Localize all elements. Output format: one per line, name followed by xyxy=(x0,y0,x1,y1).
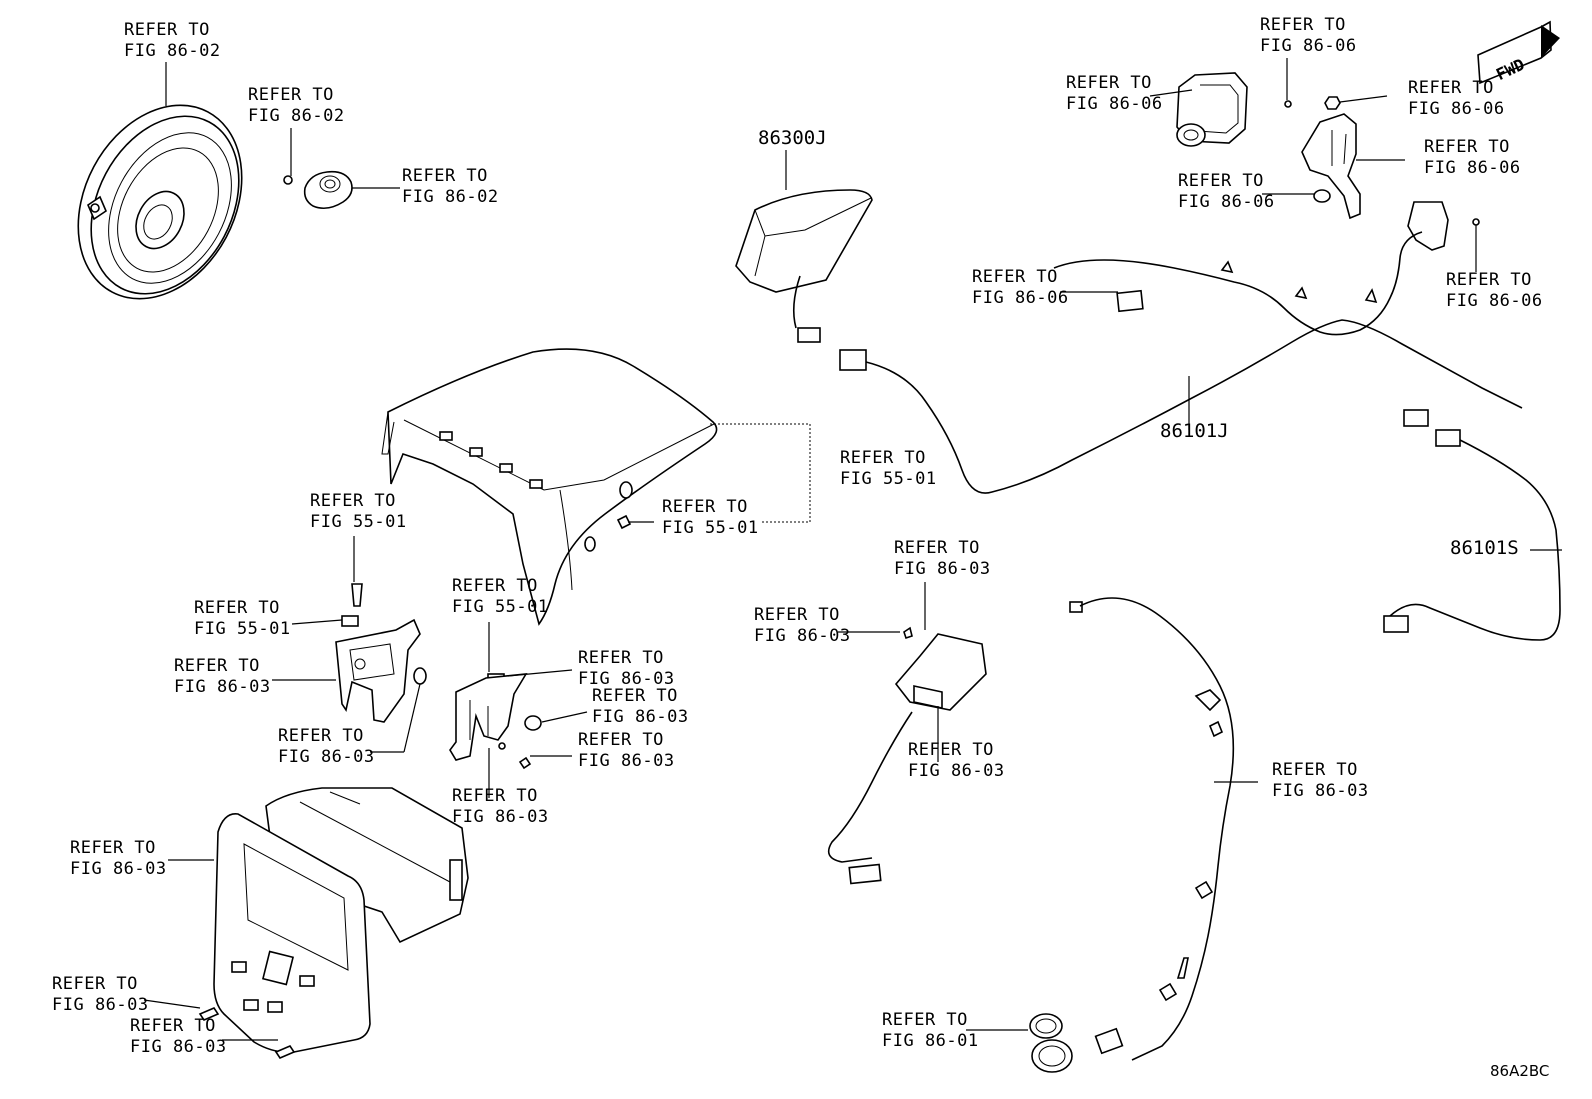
diagram-code: 86A2BC xyxy=(1490,1062,1550,1080)
ref-label-cam-screw: REFER TO FIG 86-06 xyxy=(1260,15,1357,56)
leader-lines xyxy=(143,58,1405,1041)
ref-label-cam-nut: REFER TO FIG 86-06 xyxy=(1408,78,1505,119)
main-cable xyxy=(839,319,1523,494)
ref-label-cam-screw2: REFER TO FIG 86-06 xyxy=(1446,270,1543,311)
camera-part xyxy=(1053,72,1480,336)
ref-label-cover-clip: REFER TO FIG 55-01 xyxy=(662,497,759,538)
ref-label-bkt-r-screw: REFER TO FIG 86-03 xyxy=(578,730,675,771)
ref-label-cam-bolt: REFER TO FIG 86-06 xyxy=(1178,171,1275,212)
ref-label-bkt-r: REFER TO FIG 86-03 xyxy=(578,648,675,689)
ref-label-cam-wire: REFER TO FIG 86-06 xyxy=(972,267,1069,308)
ecu-module xyxy=(827,626,987,885)
ref-label-cover: REFER TO FIG 55-01 xyxy=(840,448,937,489)
ref-label-ecu-clip: REFER TO FIG 86-03 xyxy=(894,538,991,579)
ref-label-ecu: REFER TO FIG 86-03 xyxy=(908,740,1005,781)
ref-label-usb-wire: REFER TO FIG 86-03 xyxy=(1272,760,1369,801)
display-unit xyxy=(198,787,469,1059)
right-bracket xyxy=(449,673,542,770)
ref-label-bkt-r-bolt: REFER TO FIG 86-03 xyxy=(452,786,549,827)
ref-label-usb: REFER TO FIG 86-01 xyxy=(882,1010,979,1051)
ref-label-speaker: REFER TO FIG 86-02 xyxy=(124,20,221,61)
tweeter-part xyxy=(283,170,353,210)
part-number-antenna: 86300J xyxy=(758,127,827,149)
ref-label-bkt-r-clip: REFER TO FIG 55-01 xyxy=(452,576,549,617)
ref-label-bkt-clip: REFER TO FIG 55-01 xyxy=(194,598,291,639)
ref-label-cam-bracket: REFER TO FIG 86-06 xyxy=(1424,137,1521,178)
ref-label-disp-screw2: REFER TO FIG 86-03 xyxy=(130,1016,227,1057)
ref-label-bkt-screw: REFER TO FIG 55-01 xyxy=(310,491,407,532)
antenna-part xyxy=(735,189,873,343)
ref-label-bkt-l: REFER TO FIG 86-03 xyxy=(174,656,271,697)
ref-label-bkt-l-bolt: REFER TO FIG 86-03 xyxy=(278,726,375,767)
ref-label-ecu-screw: REFER TO FIG 86-03 xyxy=(754,605,851,646)
speaker-part xyxy=(77,104,243,300)
left-bracket xyxy=(335,583,427,723)
ref-label-bkt-r-nut: REFER TO FIG 86-03 xyxy=(592,686,689,727)
ref-label-display: REFER TO FIG 86-03 xyxy=(70,838,167,879)
usb-harness xyxy=(1029,597,1235,1073)
part-number-main-cable: 86101J xyxy=(1160,420,1229,442)
ref-label-tweeter: REFER TO FIG 86-02 xyxy=(402,166,499,207)
console-cover xyxy=(381,348,718,626)
ref-label-tweeter-screw: REFER TO FIG 86-02 xyxy=(248,85,345,126)
fwd-arrow-icon: FWD xyxy=(1477,20,1560,85)
sub-cable xyxy=(1383,439,1562,641)
ref-label-disp-screw1: REFER TO FIG 86-03 xyxy=(52,974,149,1015)
part-number-sub-cable: 86101S xyxy=(1450,537,1519,559)
ref-label-camera: REFER TO FIG 86-06 xyxy=(1066,73,1163,114)
